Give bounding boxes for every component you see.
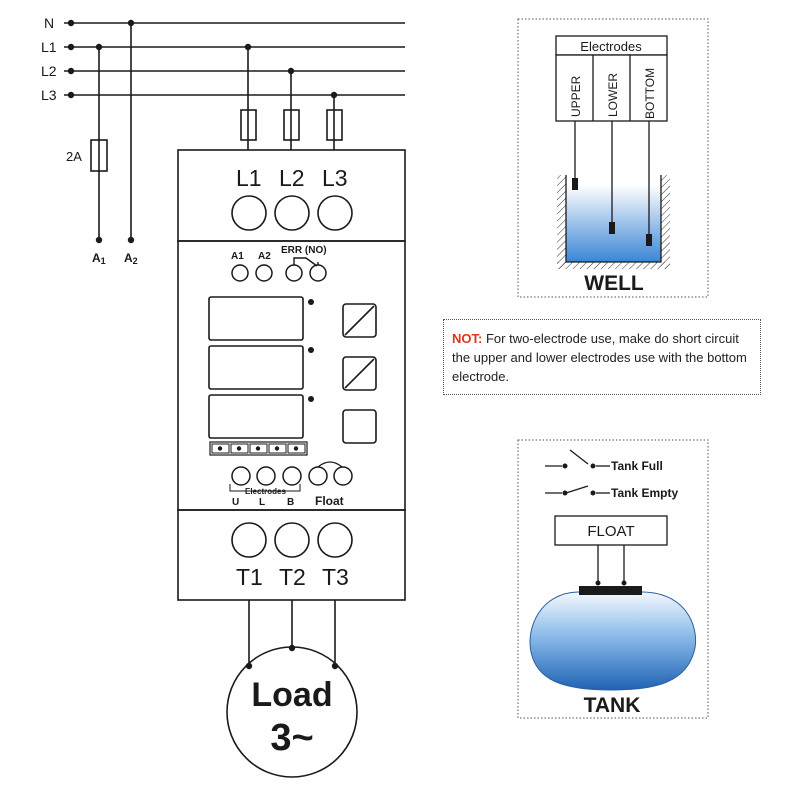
float-box-label: FLOAT — [587, 523, 634, 540]
well-electrodes-header: Electrodes — [580, 39, 642, 54]
a2-label: A2 — [258, 251, 271, 262]
err-contact-switch — [293, 257, 318, 267]
load-wires — [248, 600, 336, 666]
terminal-screw-l3 — [317, 195, 353, 231]
terminal-label-t3: T3 — [322, 564, 349, 590]
l3-label: L3 — [41, 87, 57, 103]
terminal-label-t2: T2 — [279, 564, 306, 590]
a1-terminal-label: A1 — [92, 251, 106, 266]
float-label: Float — [315, 494, 344, 508]
terminal-label-l3: L3 — [322, 165, 348, 191]
upper-electrode-probe — [572, 178, 578, 190]
terminal-label-l2: L2 — [279, 165, 305, 191]
tank-full-switch-symbol — [545, 449, 610, 467]
terminal-label-t1: T1 — [236, 564, 263, 590]
terminal-screw-l2 — [274, 195, 310, 231]
well-electrode-lower: LOWER — [606, 73, 620, 117]
display-1 — [208, 296, 304, 341]
a2-terminal-label: A2 — [124, 251, 138, 266]
tank-full-label: Tank Full — [611, 459, 663, 473]
terminal-label-l1: L1 — [236, 165, 262, 191]
tank-empty-switch-symbol — [545, 485, 610, 494]
terminal-screw-t1 — [231, 522, 267, 558]
electrode-terminal-u — [231, 466, 251, 486]
display-2 — [208, 345, 304, 390]
err-label: ERR (NO) — [281, 245, 327, 256]
a2-terminal — [255, 264, 273, 282]
well-panel: Electrodes UPPER LOWER BOTTOM WELL — [517, 18, 709, 298]
terminal-screw-l1 — [231, 195, 267, 231]
control-terminals: A1 A2 ERR (NO) — [231, 245, 327, 282]
float-box — [554, 515, 668, 546]
lower-electrode-probe — [609, 222, 615, 234]
display-panel — [208, 296, 377, 444]
err-terminal-1 — [285, 264, 303, 282]
electrodes-label: Electrodes — [245, 487, 286, 496]
supply-line-labels: N L1 L2 L3 — [41, 15, 57, 103]
electrode-terminal-l — [256, 466, 276, 486]
well-electrode-bottom: BOTTOM — [643, 68, 657, 119]
a1-label: A1 — [231, 251, 244, 262]
electrode-letter-l: L — [259, 497, 265, 508]
fuse-label: 2A — [66, 149, 82, 164]
note-label: NOT: — [452, 331, 483, 346]
neutral-label: N — [44, 15, 54, 31]
float-terminal-1 — [308, 466, 328, 486]
led-row — [209, 441, 308, 456]
terminal-screw-t3 — [317, 522, 353, 558]
phase-drops — [240, 47, 343, 150]
load-label: Load — [251, 676, 332, 714]
l2-label: L2 — [41, 63, 57, 79]
tank-body — [529, 591, 697, 691]
a1-terminal — [231, 264, 249, 282]
tank-float-mount — [579, 586, 642, 595]
tank-empty-label: Tank Empty — [611, 486, 678, 500]
reset-button — [342, 409, 377, 444]
tank-panel: Tank Full Tank Empty FLOAT TANK — [517, 439, 709, 719]
note-text: For two-electrode use, make do short cir… — [452, 331, 747, 384]
electrode-letter-u: U — [232, 497, 239, 508]
terminal-screw-t2 — [274, 522, 310, 558]
well-title: WELL — [584, 272, 644, 295]
electrode-letter-b: B — [287, 497, 294, 508]
well-vessel — [565, 175, 662, 263]
supply-lines — [64, 22, 405, 96]
two-electrode-note: NOT: For two-electrode use, make do shor… — [443, 319, 761, 395]
float-terminal-2 — [333, 466, 353, 486]
well-electrode-upper: UPPER — [569, 75, 583, 117]
load-phase-label: 3~ — [270, 717, 313, 759]
display-3 — [208, 394, 304, 439]
electrode-terminal-b — [282, 466, 302, 486]
top-terminals: L1 L2 L3 — [231, 165, 353, 231]
bottom-terminals: T1 T2 T3 — [231, 522, 353, 590]
bottom-electrode-probe — [646, 234, 652, 246]
l1-label: L1 — [41, 39, 57, 55]
sensor-terminals: Electrodes U L B Float — [229, 461, 353, 508]
err-terminal-2 — [309, 264, 327, 282]
supply-branches — [90, 23, 132, 240]
tank-title: TANK — [584, 694, 641, 717]
